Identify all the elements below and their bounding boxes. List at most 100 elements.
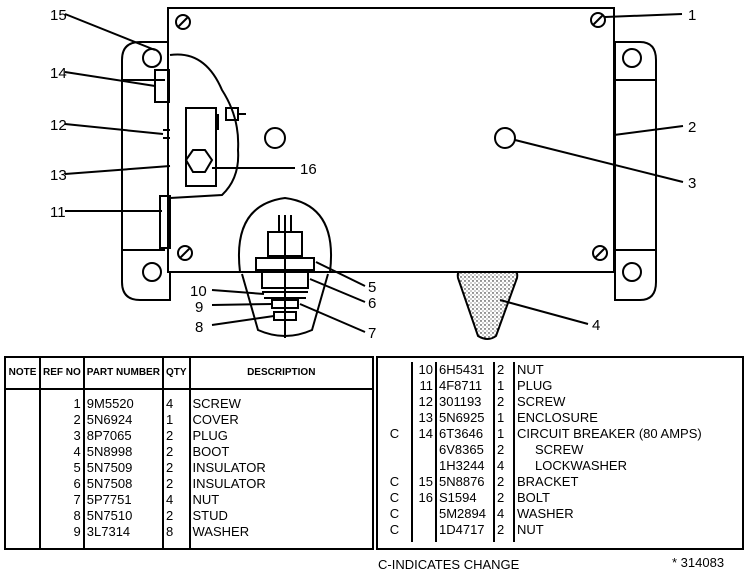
part-number-cell: 5P7751	[82, 492, 163, 508]
callout-9: 9	[195, 299, 203, 316]
header-note: NOTE	[6, 358, 40, 390]
note-cell	[6, 508, 40, 524]
callout-14: 14	[50, 65, 67, 82]
ref-cell: 8	[39, 508, 84, 524]
ref-cell: 1	[39, 389, 84, 412]
ref-cell: 14	[411, 426, 436, 442]
description-cell: BRACKET	[513, 474, 742, 490]
part-number-cell: 5M2894	[435, 506, 494, 522]
qty-cell: 2	[161, 508, 190, 524]
callout-3: 3	[688, 175, 696, 192]
qty-cell: 2	[493, 362, 514, 378]
filler-cell	[493, 538, 514, 542]
description-cell: SCREW	[188, 389, 372, 412]
table-filler-row	[378, 538, 742, 542]
note-cell	[6, 476, 40, 492]
callout-11: 11	[50, 204, 66, 221]
qty-cell: 8	[161, 524, 190, 540]
parts-diagram: 1 2 3 4 5 6 7 8 9 10 11 12 13 14 15 16	[50, 7, 696, 342]
ref-cell: 5	[39, 460, 84, 476]
ref-cell: 3	[39, 428, 84, 444]
part-number-cell: 6V8365	[435, 442, 494, 458]
header-part-number: PART NUMBER	[82, 358, 163, 390]
parts-table-left: NOTE REF NO PART NUMBER QTY DESCRIPTION …	[6, 358, 372, 548]
ref-cell: 7	[39, 492, 84, 508]
part-number-cell: 5N7510	[82, 508, 163, 524]
qty-cell: 4	[161, 389, 190, 412]
callout-16: 16	[300, 161, 317, 178]
note-cell	[6, 524, 40, 540]
note-cell	[378, 410, 412, 426]
description-cell: COVER	[188, 412, 372, 428]
qty-cell: 2	[161, 444, 190, 460]
callout-5: 5	[368, 279, 376, 296]
part-number-cell: S1594	[435, 490, 494, 506]
callout-2: 2	[688, 119, 696, 136]
part-number-cell: 5N7509	[82, 460, 163, 476]
ref-cell: 4	[39, 444, 84, 460]
description-cell: LOCKWASHER	[513, 458, 742, 474]
description-cell: PLUG	[513, 378, 742, 394]
ref-cell: 10	[411, 362, 436, 378]
part-number-cell: 5N6924	[82, 412, 163, 428]
part-number-cell: 1H3244	[435, 458, 494, 474]
ref-cell: 12	[411, 394, 436, 410]
qty-cell: 2	[493, 394, 514, 410]
qty-cell: 2	[161, 476, 190, 492]
change-legend: C-INDICATES CHANGE	[378, 557, 520, 572]
qty-cell: 2	[493, 442, 514, 458]
description-cell: NUT	[188, 492, 372, 508]
part-number-cell: 8P7065	[82, 428, 163, 444]
callout-10: 10	[190, 283, 207, 300]
ref-cell	[411, 458, 436, 474]
filler-cell	[513, 538, 742, 542]
qty-cell: 2	[161, 428, 190, 444]
note-cell	[6, 389, 40, 412]
description-cell: SCREW	[513, 442, 742, 458]
ref-cell: 13	[411, 410, 436, 426]
qty-cell: 1	[493, 426, 514, 442]
filler-cell	[82, 540, 163, 548]
qty-cell: 2	[493, 522, 514, 538]
callout-12: 12	[50, 117, 67, 134]
note-cell	[6, 444, 40, 460]
description-cell: ENCLOSURE	[513, 410, 742, 426]
description-cell: PLUG	[188, 428, 372, 444]
part-number-cell: 5N8998	[82, 444, 163, 460]
description-cell: BOOT	[188, 444, 372, 460]
note-cell	[6, 412, 40, 428]
description-cell: WASHER	[513, 506, 742, 522]
part-number-cell: 4F8711	[435, 378, 494, 394]
callout-7: 7	[368, 325, 376, 342]
note-cell	[378, 362, 412, 378]
qty-cell: 2	[493, 474, 514, 490]
qty-cell: 2	[493, 490, 514, 506]
qty-cell: 1	[493, 378, 514, 394]
reference-number: * 314083	[672, 555, 725, 570]
filler-cell	[161, 540, 190, 548]
description-cell: WASHER	[188, 524, 372, 540]
part-number-cell: 5N8876	[435, 474, 494, 490]
note-cell: C	[389, 490, 400, 505]
description-cell: STUD	[188, 508, 372, 524]
note-cell	[378, 394, 412, 410]
ref-cell	[411, 522, 436, 538]
